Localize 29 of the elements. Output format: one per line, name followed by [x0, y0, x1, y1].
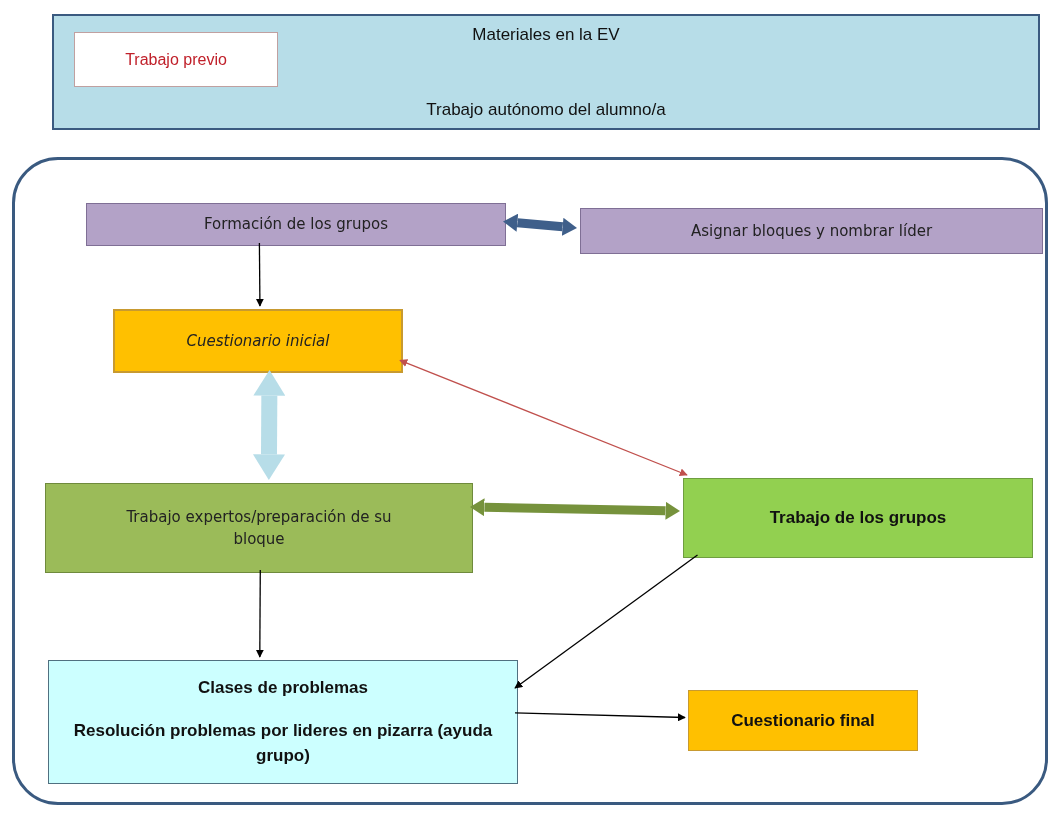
- process-box: [580, 208, 1043, 254]
- box-label: Trabajo autónomo del alumno/a: [426, 98, 666, 121]
- double-arrow: [399, 359, 688, 477]
- double-arrow: [503, 215, 577, 234]
- process-box: [45, 483, 473, 573]
- box-label: Cuestionario final: [731, 709, 875, 732]
- box-label: Trabajo expertos/preparación de su bloque: [125, 506, 393, 550]
- box-label: Materiales en la EV: [472, 24, 620, 46]
- box-label: Cuestionario inicial: [186, 330, 330, 352]
- process-box: [86, 203, 506, 246]
- process-box: [48, 660, 518, 784]
- process-box: [113, 309, 403, 373]
- process-box: [683, 478, 1033, 558]
- arrow: [255, 242, 264, 307]
- rounded-panel: [12, 157, 1048, 805]
- arrow: [514, 554, 699, 689]
- double-arrow: [256, 370, 283, 480]
- process-box: [688, 690, 918, 751]
- arrow: [255, 569, 264, 658]
- double-arrow: [470, 500, 680, 518]
- arrow: [514, 712, 686, 722]
- box-label: Asignar bloques y nombrar líder: [690, 220, 933, 242]
- note-box: [74, 32, 278, 87]
- box-label: Resolución problemas por lideres en pizarra (ayuda grupo): [72, 719, 494, 768]
- box-label: Clases de problemas: [197, 677, 369, 700]
- header-band: [52, 14, 1040, 130]
- box-label: Trabajo previo: [125, 49, 227, 70]
- box-label: Trabajo de los grupos: [769, 507, 947, 530]
- box-label: Formación de los grupos: [204, 214, 388, 236]
